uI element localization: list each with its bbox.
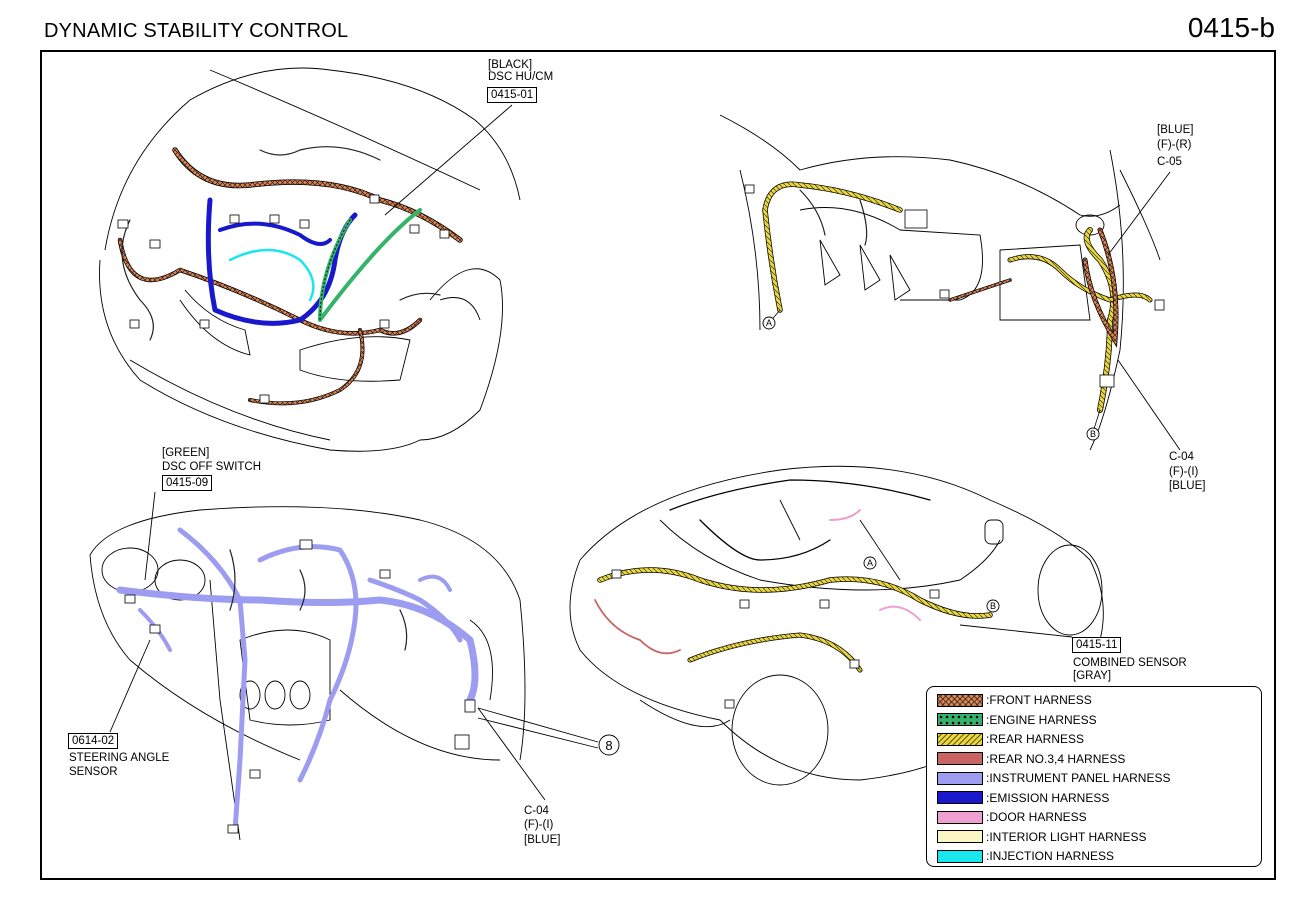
legend-label: :REAR HARNESS — [986, 732, 1085, 746]
hood-outline — [104, 67, 521, 251]
instrument-panel-view — [89, 506, 526, 841]
marker-b-circle-1 — [1086, 427, 1100, 441]
marker-b-2: B — [990, 601, 996, 611]
solid-swatch-icon — [937, 849, 983, 863]
c05-color: [BLUE] — [1157, 124, 1194, 136]
harness-legend: :FRONT HARNESS :ENGINE HARNESS :REAR HAR… — [926, 686, 1262, 867]
legend-label: :DOOR HARNESS — [986, 810, 1087, 824]
c05-type: (F)-(R) — [1157, 139, 1192, 151]
c05-name: C-05 — [1157, 156, 1182, 168]
marker-b-1: B — [1090, 429, 1096, 439]
combined-sensor-ref: 0415-11 — [1072, 637, 1122, 653]
dsc-hu-cm-color: [BLACK] — [488, 59, 533, 71]
emission-harness-engine — [205, 197, 358, 326]
steering-angle-ref: 0614-02 — [68, 733, 119, 749]
legend-item-front-harness: :FRONT HARNESS — [937, 692, 1092, 708]
interior-connectors — [744, 184, 1165, 388]
dsc-hu-cm-name: DSC HU/CM — [488, 71, 554, 83]
instrument-panel-harnesses — [116, 527, 479, 833]
ground-circle — [598, 734, 620, 756]
solid-swatch-icon — [937, 752, 983, 765]
c04-bottom-color: [BLUE] — [524, 834, 561, 846]
legend-label: :INSTRUMENT PANEL HARNESS — [986, 771, 1171, 785]
windshield-line — [209, 69, 481, 191]
instrument-panel-connectors — [124, 539, 476, 834]
fender-right — [419, 268, 503, 441]
rear-car-harnesses — [594, 479, 993, 673]
ground-number: 8 — [605, 738, 612, 753]
legend-item-door-harness: :DOOR HARNESS — [937, 809, 1087, 825]
legend-label: :INJECTION HARNESS — [986, 849, 1115, 863]
combined-sensor-color: [GRAY] — [1073, 670, 1112, 682]
engine-bay-view — [99, 67, 521, 452]
diagram-frame — [40, 50, 1276, 880]
wheel-arch — [439, 297, 481, 321]
legend-item-engine-harness: :ENGINE HARNESS — [937, 712, 1097, 728]
legend-label: :ENGINE HARNESS — [986, 712, 1097, 727]
leader-ground — [477, 707, 599, 749]
rear-car-view — [569, 465, 1104, 786]
dotted-swatch-icon — [937, 713, 983, 726]
marker-circles — [598, 316, 1100, 756]
c04-bottom-type: (F)-(I) — [524, 819, 554, 831]
leader-dsc-off-switch — [144, 491, 156, 581]
leader-combined-sensor — [959, 624, 1073, 638]
ip-harness-main — [116, 586, 479, 704]
steering-angle-name-2: SENSOR — [69, 766, 118, 778]
legend-item-rear-harness: :REAR HARNESS — [937, 731, 1084, 747]
leader-c04-right — [1117, 359, 1181, 451]
solid-swatch-icon — [937, 791, 983, 804]
dsc-off-switch-ref: 0415-09 — [162, 475, 213, 491]
marker-a-circle-2 — [863, 556, 877, 570]
marker-a-1: A — [766, 318, 772, 328]
steering-angle-name-1: STEERING ANGLE — [69, 752, 170, 764]
door-harness-body — [829, 509, 921, 621]
leader-dsc-hu-cm — [384, 104, 513, 216]
marker-b-circle-2 — [986, 599, 1000, 613]
legend-item-injection-harness: :INJECTION HARNESS — [937, 848, 1114, 864]
rear34-harness-body — [594, 599, 681, 655]
solid-swatch-icon — [937, 810, 983, 824]
legend-label: :INTERIOR LIGHT HARNESS — [986, 829, 1147, 844]
dsc-hu-cm-ref: 0415-01 — [487, 87, 538, 103]
leader-steering-angle — [109, 639, 151, 733]
c04-right-type: (F)-(I) — [1169, 466, 1199, 478]
c04-bottom-name: C-04 — [524, 805, 549, 817]
interior-side-harnesses — [762, 181, 1153, 413]
marker-letters: A B A B — [766, 318, 1096, 611]
engine-bay-connectors — [117, 194, 450, 404]
hatched-swatch-icon — [937, 732, 983, 746]
combined-sensor-name: COMBINED SENSOR — [1073, 657, 1187, 669]
rear-car-connectors — [611, 569, 940, 709]
dsc-off-switch-name: DSC OFF SWITCH — [162, 461, 262, 473]
legend-item-emission-harness: :EMISSION HARNESS — [937, 790, 1109, 806]
legend-label: :EMISSION HARNESS — [986, 790, 1110, 805]
headlight-right — [299, 336, 411, 382]
c04-right-color: [BLUE] — [1169, 480, 1206, 492]
legend-label: :FRONT HARNESS — [986, 693, 1092, 707]
leader-c05 — [1107, 171, 1171, 256]
leader-c04-bottom — [477, 707, 546, 801]
solid-swatch-icon — [937, 830, 983, 843]
page-title: DYNAMIC STABILITY CONTROL — [44, 20, 349, 42]
legend-item-interior-light-harness: :INTERIOR LIGHT HARNESS — [937, 829, 1146, 845]
dsc-off-switch-color: [GREEN] — [162, 447, 210, 459]
solid-swatch-icon — [937, 771, 983, 785]
marker-a-circle-1 — [762, 316, 776, 330]
grille — [179, 289, 251, 356]
c04-right-name: C-04 — [1169, 451, 1194, 463]
interior-side-view — [719, 114, 1161, 451]
injection-harness-engine — [228, 248, 315, 302]
legend-item-rear-no34-harness: :REAR NO.3,4 HARNESS — [937, 751, 1125, 767]
crosshatch-swatch-icon — [937, 693, 983, 707]
engine-bay-harnesses — [117, 146, 463, 406]
bumper-lower — [129, 359, 331, 441]
legend-label: :REAR NO.3,4 HARNESS — [986, 751, 1126, 766]
page-code: 0415-b — [1187, 12, 1275, 43]
bumper-outline — [99, 259, 421, 452]
legend-item-instrument-panel-harness: :INSTRUMENT PANEL HARNESS — [937, 770, 1170, 786]
marker-a-2: A — [867, 558, 873, 568]
